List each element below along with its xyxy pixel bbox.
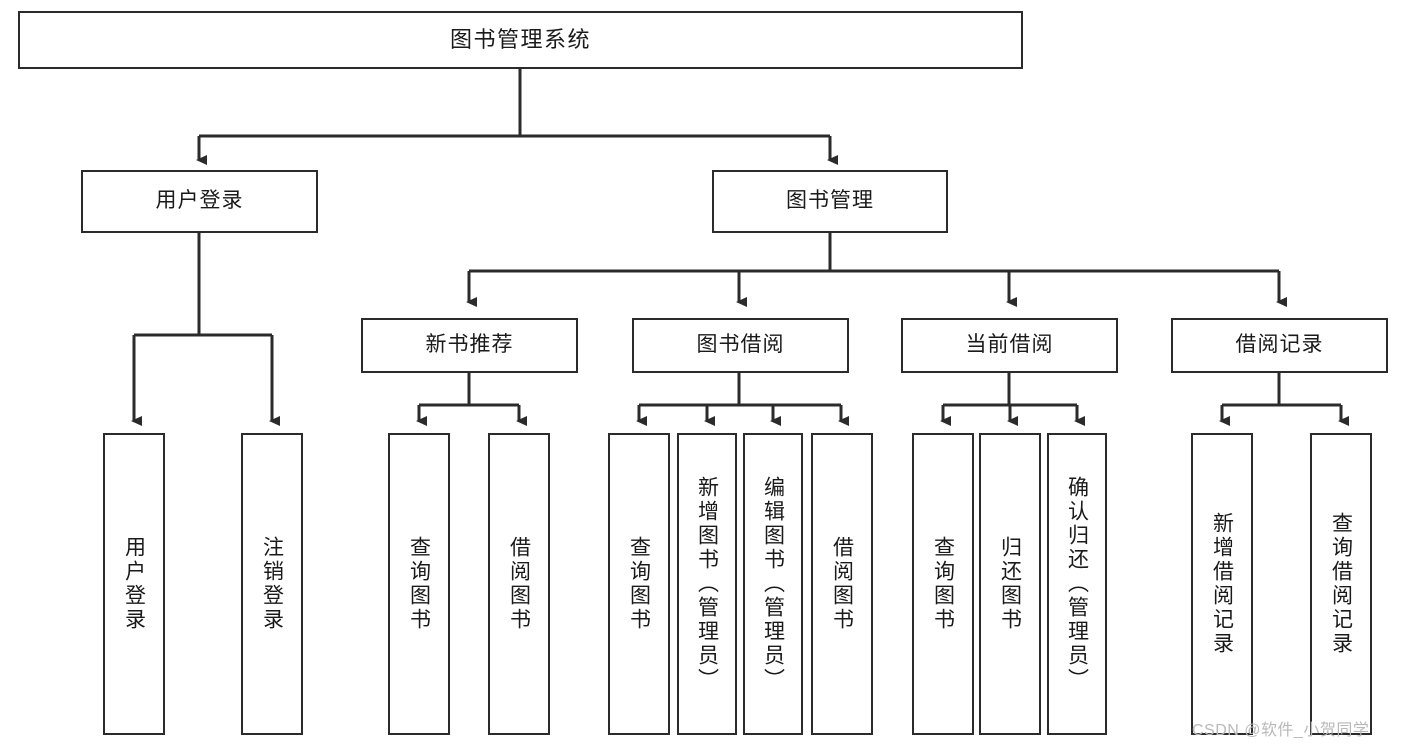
- leaf-current-confirm-return-label: 确认归还（管理员）: [1065, 476, 1089, 692]
- leaf-user-logout[interactable]: 注销登录: [241, 433, 303, 735]
- leaf-current-query-book-label: 查询图书: [931, 536, 955, 632]
- leaf-current-return-book-label: 归还图书: [998, 536, 1022, 632]
- leaf-borrow-edit-book[interactable]: 编辑图书（管理员）: [743, 433, 803, 735]
- node-borrow-record-label: 借阅记录: [1235, 333, 1324, 357]
- leaf-record-add-label: 新增借阅记录: [1210, 512, 1234, 656]
- leaf-newbook-query-book-label: 查询图书: [407, 536, 431, 632]
- node-new-book-recommend-label: 新书推荐: [425, 333, 514, 357]
- leaf-user-login-label: 用户登录: [122, 536, 146, 632]
- node-root[interactable]: 图书管理系统: [18, 11, 1023, 69]
- node-current-borrow-label: 当前借阅: [965, 333, 1054, 357]
- leaf-current-confirm-return[interactable]: 确认归还（管理员）: [1047, 433, 1107, 735]
- leaf-user-logout-label: 注销登录: [260, 536, 284, 632]
- leaf-newbook-borrow-book[interactable]: 借阅图书: [488, 433, 550, 735]
- node-current-borrow[interactable]: 当前借阅: [901, 318, 1118, 373]
- node-new-book-recommend[interactable]: 新书推荐: [361, 318, 578, 373]
- leaf-borrow-add-book-label: 新增图书（管理员）: [695, 476, 719, 692]
- leaf-current-return-book[interactable]: 归还图书: [979, 433, 1041, 735]
- node-borrow-record[interactable]: 借阅记录: [1171, 318, 1388, 373]
- leaf-borrow-lend-book[interactable]: 借阅图书: [811, 433, 873, 735]
- leaf-record-add[interactable]: 新增借阅记录: [1191, 433, 1253, 735]
- leaf-borrow-add-book[interactable]: 新增图书（管理员）: [677, 433, 737, 735]
- node-book-management-label: 图书管理: [786, 189, 874, 213]
- leaf-borrow-edit-book-label: 编辑图书（管理员）: [761, 476, 785, 692]
- leaf-record-query-label: 查询借阅记录: [1329, 512, 1353, 656]
- leaf-borrow-lend-book-label: 借阅图书: [830, 536, 854, 632]
- node-user-login-label: 用户登录: [155, 189, 244, 213]
- node-user-login[interactable]: 用户登录: [81, 170, 318, 233]
- leaf-current-query-book[interactable]: 查询图书: [912, 433, 974, 735]
- node-book-management[interactable]: 图书管理: [712, 170, 948, 233]
- leaf-user-login[interactable]: 用户登录: [103, 433, 165, 735]
- leaf-record-query[interactable]: 查询借阅记录: [1310, 433, 1372, 735]
- leaf-newbook-query-book[interactable]: 查询图书: [388, 433, 450, 735]
- node-book-borrow[interactable]: 图书借阅: [632, 318, 849, 373]
- leaf-borrow-query-book[interactable]: 查询图书: [608, 433, 670, 735]
- node-book-borrow-label: 图书借阅: [696, 333, 785, 357]
- csdn-watermark: CSDN @软件_小贺同学: [1192, 722, 1370, 739]
- leaf-newbook-borrow-book-label: 借阅图书: [507, 536, 531, 632]
- node-root-label: 图书管理系统: [449, 27, 591, 53]
- leaf-borrow-query-book-label: 查询图书: [627, 536, 651, 632]
